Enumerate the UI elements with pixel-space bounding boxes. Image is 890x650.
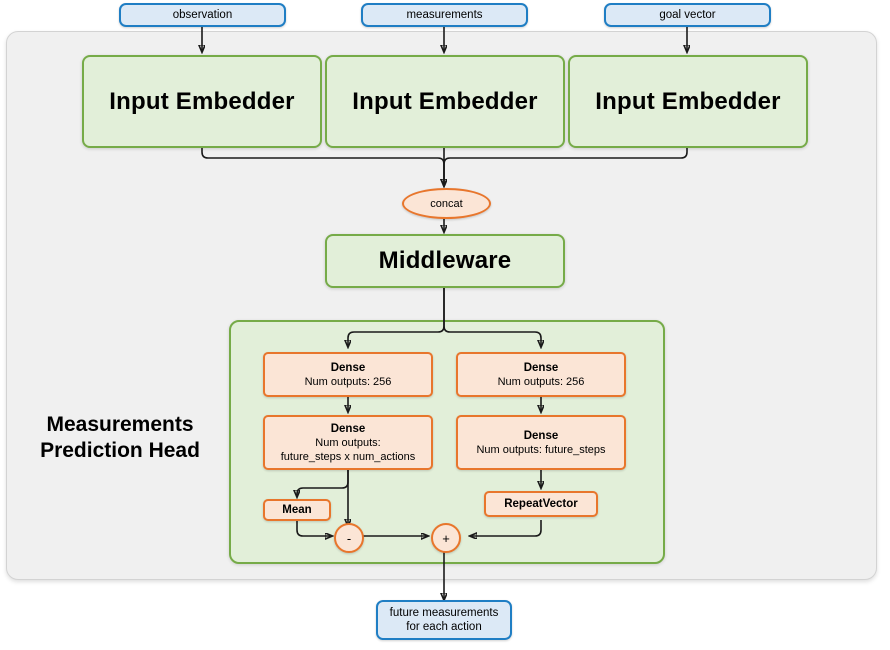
output-label-line2: for each action: [406, 621, 482, 633]
add-operator-symbol: +: [442, 530, 450, 546]
head-title-line1: Measurements: [46, 413, 194, 436]
mean-label: Mean: [282, 504, 312, 516]
left-dense-1[interactable]: Dense Num outputs: 256: [263, 352, 433, 397]
right-dense-1[interactable]: Dense Num outputs: 256: [456, 352, 626, 397]
concat-label: concat: [430, 197, 463, 210]
right-dense-1-title: Dense: [523, 361, 559, 374]
add-operator[interactable]: +: [431, 523, 461, 553]
right-dense-2[interactable]: Dense Num outputs: future_steps: [456, 415, 626, 470]
head-title-line2: Prediction Head: [40, 439, 200, 462]
input-embedder-1-label: Input Embedder: [109, 87, 295, 115]
middleware-block[interactable]: Middleware: [325, 234, 565, 288]
input-embedder-3[interactable]: Input Embedder: [568, 55, 808, 148]
input-embedder-2-label: Input Embedder: [352, 87, 538, 115]
left-dense-2-outputs-line2: future_steps x num_actions: [280, 450, 416, 463]
left-dense-2[interactable]: Dense Num outputs: future_steps x num_ac…: [263, 415, 433, 470]
input-embedder-3-label: Input Embedder: [595, 87, 781, 115]
input-box-goal-vector-label: goal vector: [659, 9, 716, 21]
input-box-measurements[interactable]: measurements: [361, 3, 528, 27]
subtract-operator-symbol: -: [346, 530, 352, 546]
subtract-operator[interactable]: -: [334, 523, 364, 553]
left-dense-2-outputs-line1: Num outputs:: [315, 436, 381, 449]
input-box-measurements-label: measurements: [406, 9, 483, 21]
output-box-future-measurements[interactable]: future measurements for each action: [376, 600, 512, 640]
mean-block[interactable]: Mean: [263, 499, 331, 521]
input-box-observation[interactable]: observation: [119, 3, 286, 27]
input-box-observation-label: observation: [172, 9, 233, 21]
input-embedder-1[interactable]: Input Embedder: [82, 55, 322, 148]
middleware-label: Middleware: [378, 247, 512, 274]
right-dense-2-outputs: Num outputs: future_steps: [476, 443, 606, 456]
output-label-line1: future measurements: [389, 607, 499, 619]
right-dense-1-outputs: Num outputs: 256: [497, 375, 585, 388]
left-dense-1-outputs: Num outputs: 256: [304, 375, 392, 388]
input-box-goal-vector[interactable]: goal vector: [604, 3, 771, 27]
measurements-prediction-head-title: Measurements Prediction Head: [20, 412, 220, 464]
left-dense-1-title: Dense: [330, 361, 366, 374]
repeat-vector-block[interactable]: RepeatVector: [484, 491, 598, 517]
input-embedder-2[interactable]: Input Embedder: [325, 55, 565, 148]
repeat-vector-label: RepeatVector: [504, 498, 578, 510]
concat-node[interactable]: concat: [402, 188, 491, 219]
left-dense-2-title: Dense: [330, 422, 366, 435]
right-dense-2-title: Dense: [523, 429, 559, 442]
